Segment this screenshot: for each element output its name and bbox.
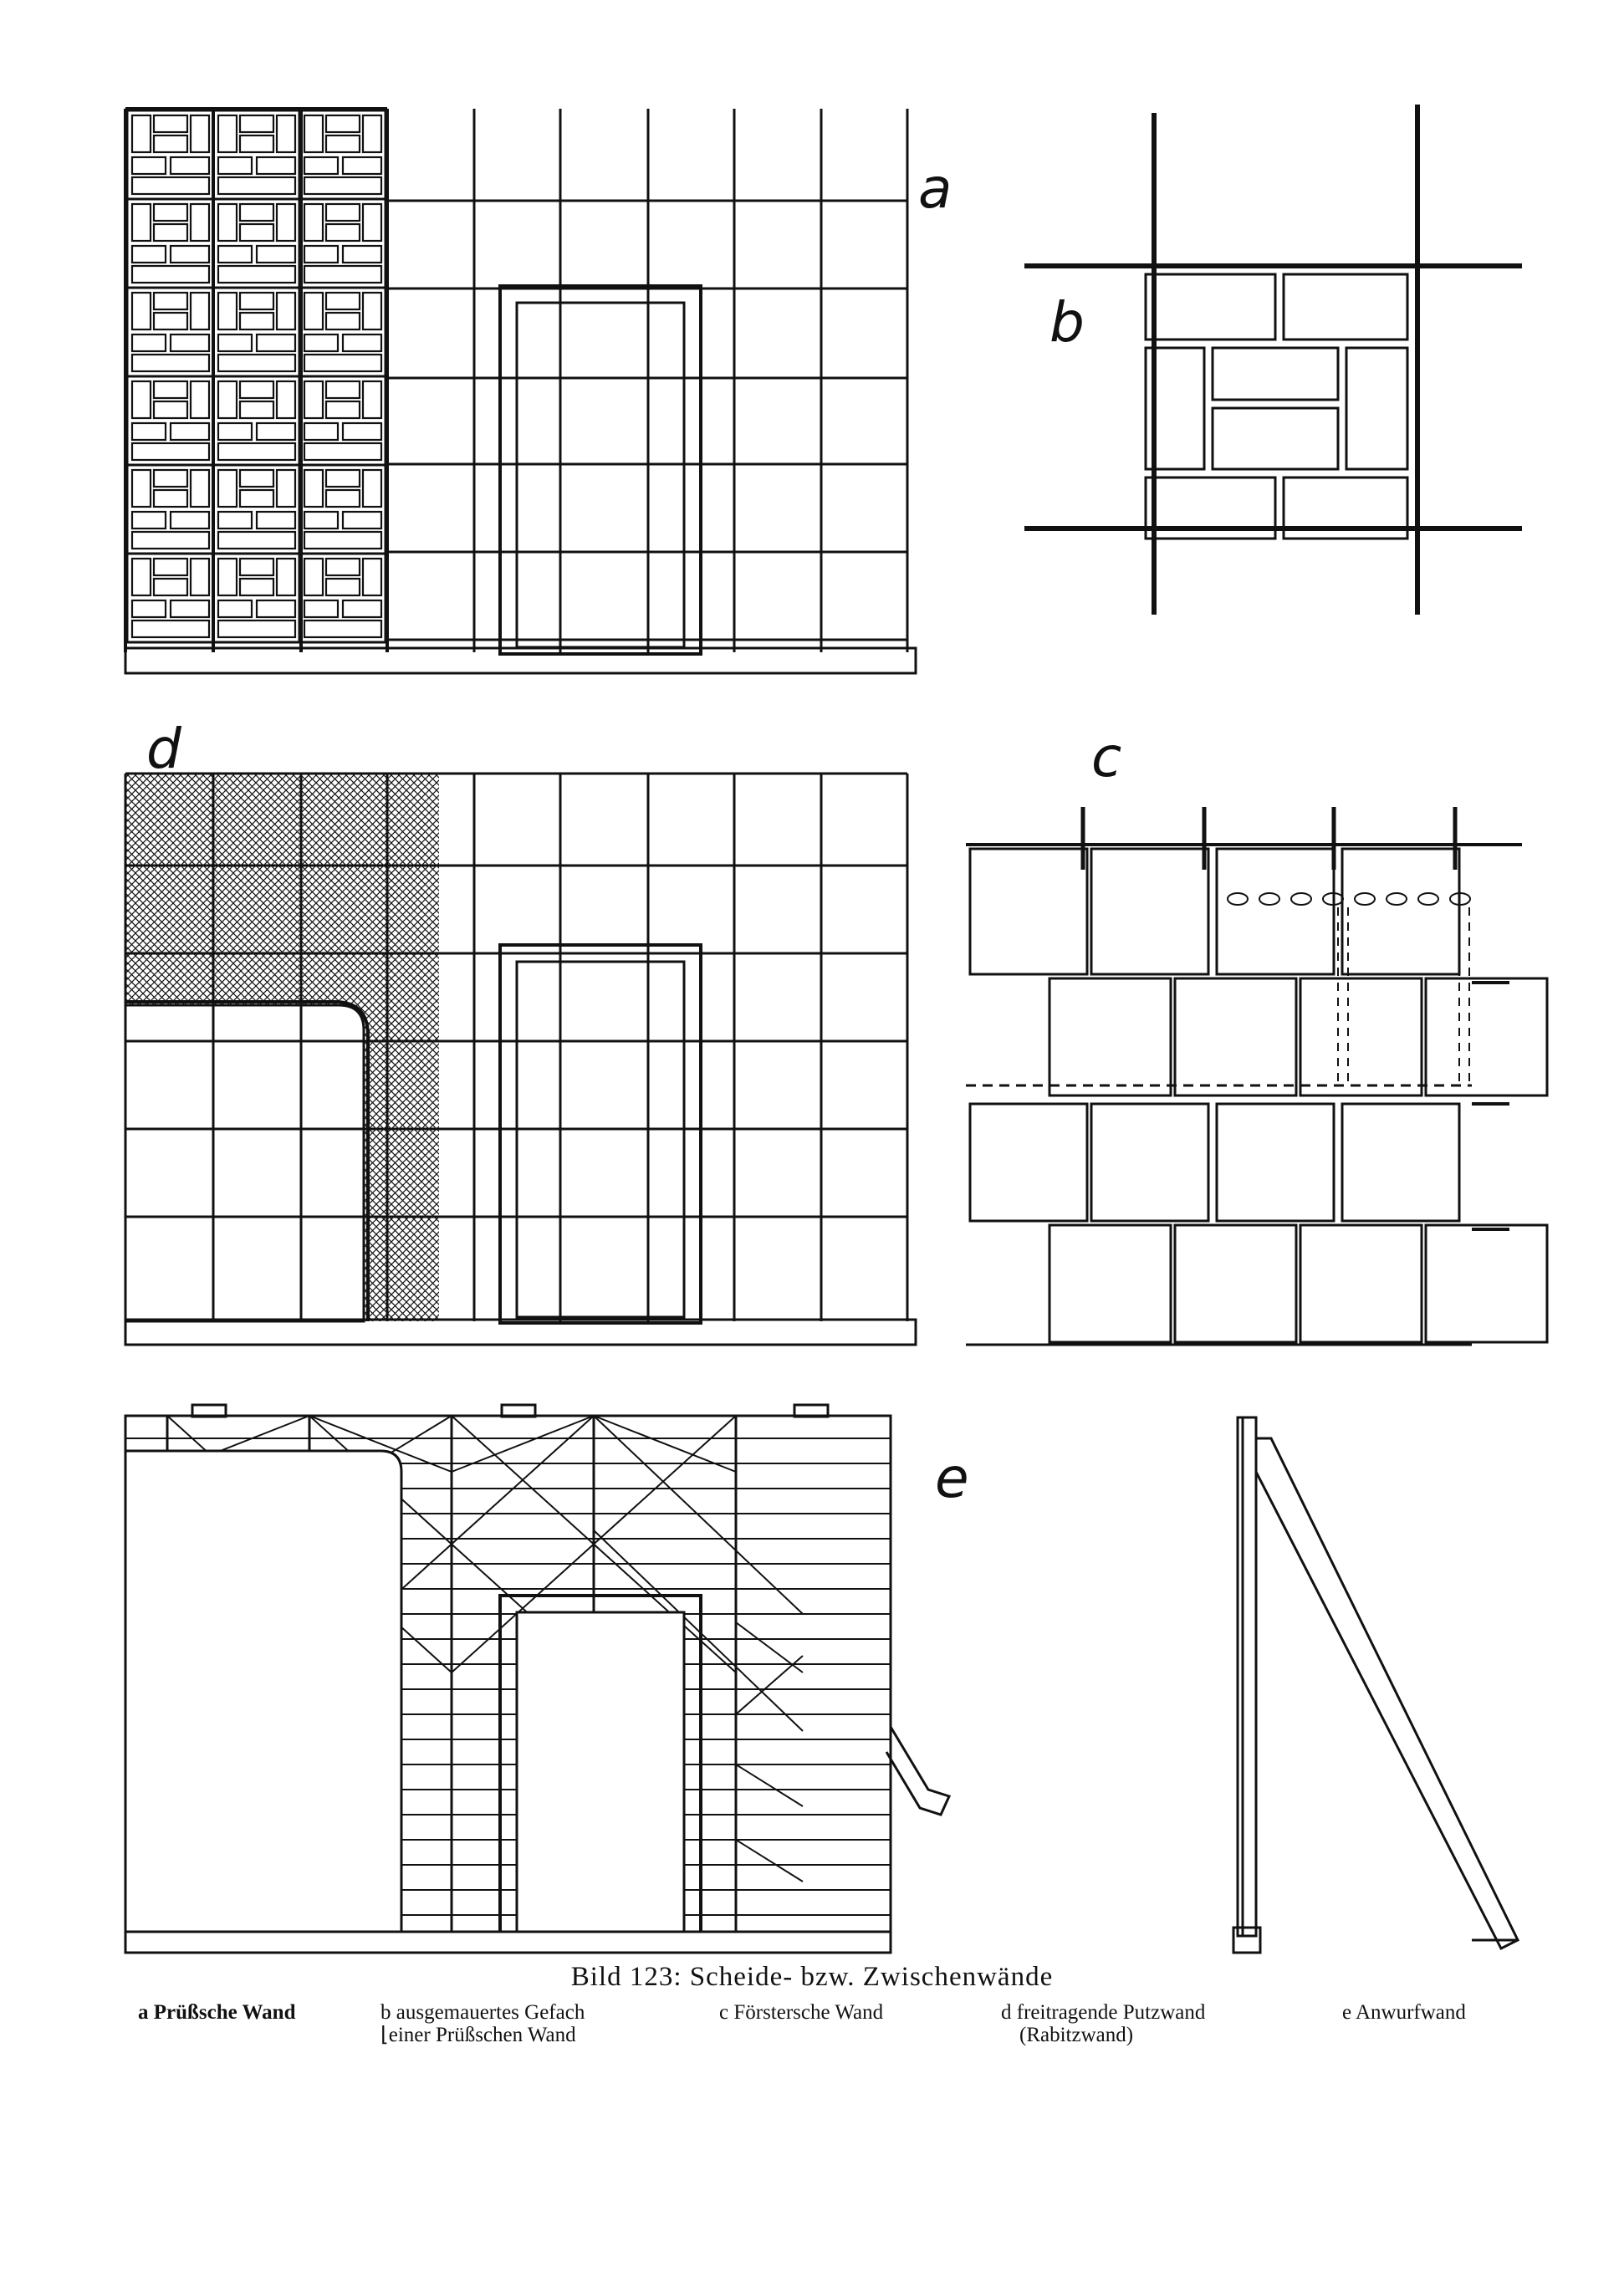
panel-a-brick-infill [125, 109, 387, 644]
legend-b-line-2: ⌊einer Prüßschen Wand [380, 2024, 576, 2046]
legend-item-e: e Anwurfwand [1342, 2001, 1466, 2024]
legend-c-line-1: c Förstersche Wand [719, 2001, 884, 2024]
legend-d-line-2: (Rabitzwand) [1019, 2024, 1134, 2046]
panel-a-door-frame [498, 284, 702, 656]
legend-b-line-1: b ausgemauertes Gefach [380, 2001, 585, 2024]
legend-item-c: c Förstersche Wand [719, 2001, 883, 2024]
panel-b-letter: b [1049, 290, 1085, 355]
panel-c-foerster-wall-drawing: c [966, 725, 1549, 1346]
panel-b-bricked-bay-drawing: b [1024, 105, 1522, 615]
legend-e-line-1: e Anwurfwand [1342, 2001, 1466, 2024]
panel-d-floor-sill [124, 1318, 917, 1346]
figure-caption-title: Bild 123: Scheide- bzw. Zwischenwände [570, 1962, 1054, 1992]
panel-a-wire-grid [124, 107, 909, 652]
legend-item-b: b ausgemauertes Gefach ⌊einer Prüßschen … [380, 2001, 585, 2046]
panel-d-letter: d [146, 717, 182, 781]
panel-c-hollow-blocks [968, 807, 1549, 1344]
legend-item-d: d freitragende Putzwand (Rabitzwand) [1001, 2001, 1205, 2046]
legend-d-line-1: d freitragende Putzwand [1001, 2001, 1206, 2024]
panel-c-letter: c [1091, 725, 1121, 789]
legend-a-line-1: a Prüßsche Wand [138, 2001, 296, 2024]
panel-a-floor-sill [124, 646, 917, 675]
panel-d-rabitz-wall-drawing: d [124, 717, 917, 1346]
panel-e-anwurf-wall-drawing: e [124, 1403, 969, 1954]
panel-e-door-opening [515, 1611, 686, 1936]
panel-a-pruess-wall-drawing: a [124, 107, 952, 675]
panel-d-wire-grid [124, 772, 909, 1321]
side-profile-bracing [1232, 1416, 1520, 1954]
panel-a-letter: a [918, 156, 952, 221]
panel-e-letter: e [935, 1446, 969, 1510]
panel-d-door-opening [515, 960, 686, 1319]
legend-item-a: a Prüßsche Wand [138, 2001, 295, 2024]
panel-a-door-opening [515, 301, 686, 649]
panel-d-door-frame [498, 943, 702, 1325]
panel-d-niche-outline [125, 1000, 370, 1321]
